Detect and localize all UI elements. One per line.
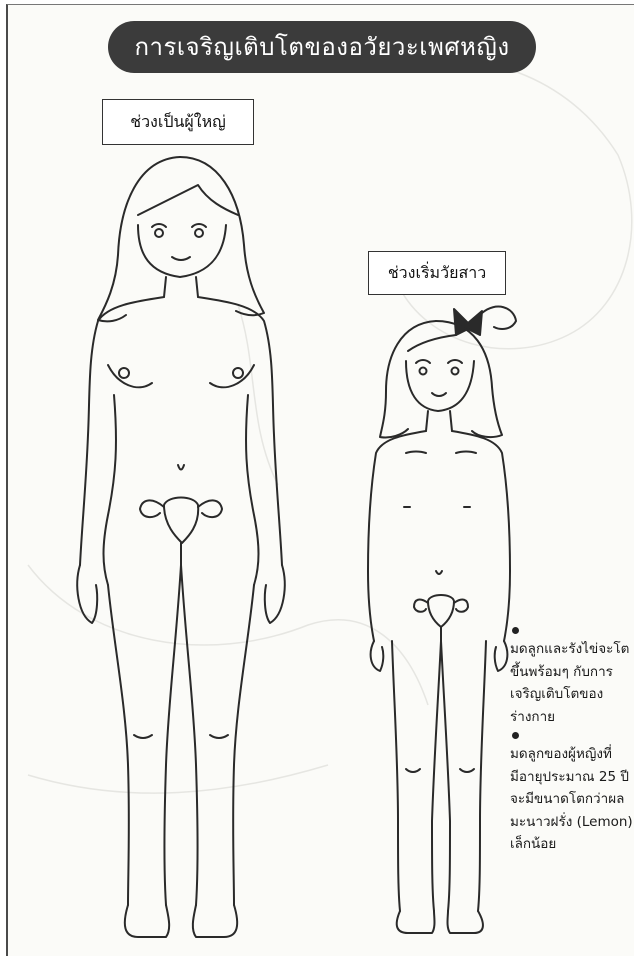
teen-girl-illustration	[356, 301, 526, 941]
note-text: มดลูกของผู้หญิงที่มีอายุประมาณ 25 ปี จะม…	[510, 743, 634, 856]
page-title: การเจริญเติบโตของอวัยวะเพศหญิง	[108, 21, 536, 73]
note-text: มดลูกและรังไข่จะโตขึ้นพร้อมๆ กับการเจริญ…	[510, 638, 634, 728]
adult-woman-illustration	[68, 145, 308, 945]
bullet-icon	[512, 627, 519, 634]
side-notes: มดลูกและรังไข่จะโตขึ้นพร้อมๆ กับการเจริญ…	[510, 627, 634, 860]
note-item: มดลูกของผู้หญิงที่มีอายุประมาณ 25 ปี จะม…	[510, 732, 634, 856]
label-adult-stage: ช่วงเป็นผู้ใหญ่	[102, 99, 254, 145]
note-item: มดลูกและรังไข่จะโตขึ้นพร้อมๆ กับการเจริญ…	[510, 627, 634, 728]
book-page: การเจริญเติบโตของอวัยวะเพศหญิง ช่วงเป็นผ…	[6, 4, 634, 956]
label-teen-stage: ช่วงเริ่มวัยสาว	[368, 251, 506, 295]
bullet-icon	[512, 732, 519, 739]
